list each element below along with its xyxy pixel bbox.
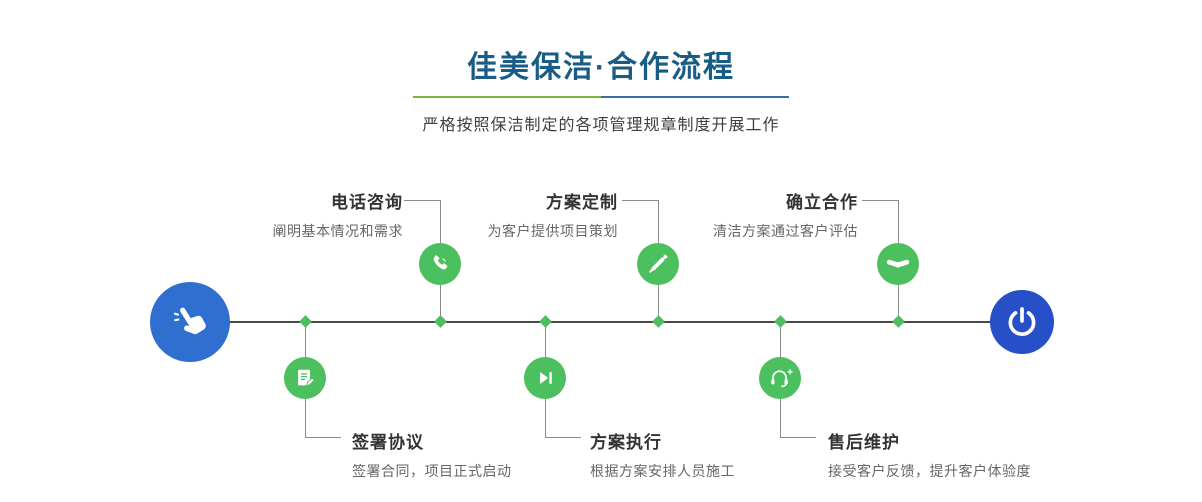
timeline-node-diamond: [652, 315, 665, 328]
connector-line: [780, 437, 816, 438]
step-label-execution: 方案执行 根据方案安排人员施工: [590, 428, 735, 481]
title-divider: [413, 96, 789, 98]
handshake-icon: [885, 251, 911, 277]
step-title: 电话咨询: [331, 193, 403, 212]
step-label-cooperation: 确立合作 清洁方案通过客户评估: [713, 188, 858, 241]
divider-blue-segment: [601, 96, 789, 98]
power-icon: [1005, 305, 1039, 339]
timeline-node-diamond: [299, 315, 312, 328]
step-desc: 清洁方案通过客户评估: [713, 223, 858, 239]
timeline-node-diamond: [434, 315, 447, 328]
step-desc: 为客户提供项目策划: [487, 223, 618, 239]
headset-icon: [768, 367, 793, 390]
step-title: 签署协议: [352, 433, 424, 452]
contract-icon: [294, 367, 316, 389]
start-circle: [150, 282, 230, 362]
step-label-agreement: 签署协议 签署合同，项目正式启动: [352, 428, 512, 481]
phone-icon: [429, 253, 451, 275]
step-desc: 阐明基本情况和需求: [272, 223, 403, 239]
connector-line: [862, 200, 898, 201]
connector-line: [622, 200, 658, 201]
step-circle-agreement: [284, 357, 326, 399]
step-label-customize: 方案定制 为客户提供项目策划: [488, 188, 619, 241]
timeline-line: [190, 321, 1022, 323]
step-title: 售后维护: [828, 433, 900, 452]
step-circle-customize: [637, 243, 679, 285]
connector-line: [545, 437, 581, 438]
step-circle-cooperation: [877, 243, 919, 285]
step-title: 方案执行: [590, 433, 662, 452]
play-icon: [534, 367, 556, 389]
connector-line: [404, 200, 440, 201]
connector-line: [305, 437, 341, 438]
timeline-node-diamond: [539, 315, 552, 328]
timeline-node-diamond: [774, 315, 787, 328]
step-desc: 接受客户反馈，提升客户体验度: [828, 463, 1031, 479]
step-desc: 签署合同，项目正式启动: [352, 463, 512, 479]
end-circle: [990, 290, 1054, 354]
step-circle-execution: [524, 357, 566, 399]
pencil-tools-icon: [647, 253, 669, 275]
step-circle-aftersales: [759, 357, 801, 399]
step-desc: 根据方案安排人员施工: [590, 463, 735, 479]
step-title: 方案定制: [546, 193, 618, 212]
step-circle-phone: [419, 243, 461, 285]
hand-pointer-icon: [169, 301, 211, 343]
divider-green-segment: [413, 96, 601, 98]
step-title: 确立合作: [786, 193, 858, 212]
page-subtitle: 严格按照保洁制定的各项管理规章制度开展工作: [422, 117, 780, 134]
page-title: 佳美保洁·合作流程: [467, 51, 735, 84]
timeline-node-diamond: [892, 315, 905, 328]
step-label-aftersales: 售后维护 接受客户反馈，提升客户体验度: [828, 428, 1031, 481]
step-label-phone: 电话咨询 阐明基本情况和需求: [273, 188, 404, 241]
